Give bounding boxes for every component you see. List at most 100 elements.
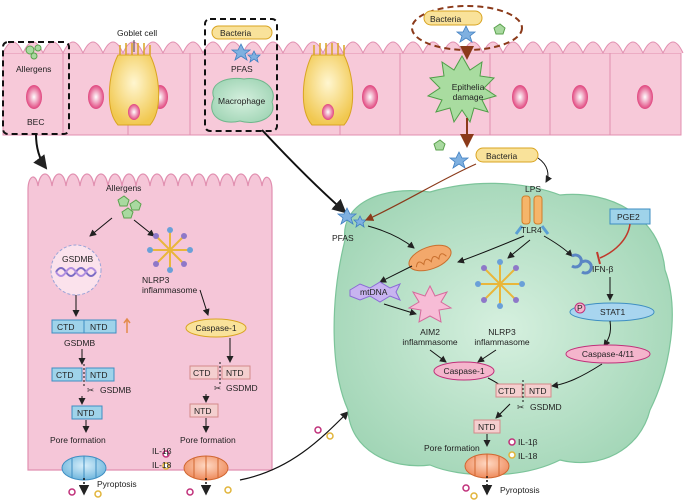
nlrp3-inflammasome-icon	[147, 227, 193, 273]
goblet-cell-2	[302, 43, 354, 126]
tlr4-receptor-icon	[514, 195, 550, 235]
allergen-pentagon-mid	[433, 139, 446, 151]
epithelia-damage-label-2: damage	[453, 92, 484, 102]
bacteria-label-top: Bacteria	[220, 28, 251, 38]
nlrp3-inflammasome-icon-mac	[475, 259, 525, 309]
bec-zoom-arrow	[33, 133, 48, 170]
pyroptosis-label-mac: Pyroptosis	[500, 485, 540, 495]
ctd-label-d: CTD	[193, 368, 210, 378]
pge2-label: PGE2	[617, 212, 640, 222]
pore-icon-right	[183, 455, 229, 481]
tlr4-label: TLR4	[521, 225, 542, 235]
bec-cell	[27, 173, 273, 471]
inhibition-line	[599, 223, 631, 259]
epithelia-damage-burst	[426, 54, 498, 124]
gsdmb-circle-label: GSDMB	[62, 254, 94, 264]
ntd-label-mac: NTD	[529, 386, 546, 396]
pfas-icon	[230, 43, 261, 63]
nlrp3-label-mac-1: NLRP3	[488, 327, 516, 337]
caspase411-pill	[565, 344, 651, 364]
aim2-burst	[407, 284, 453, 323]
lps-label: LPS	[525, 184, 541, 194]
ntd-bar-mac2	[473, 419, 501, 434]
gsdmb-label-1: GSDMB	[64, 338, 96, 348]
caspase1-label-bec: Caspase-1	[195, 323, 236, 333]
ntd-bar-3	[71, 405, 103, 420]
caspase1-pill-bec	[185, 318, 247, 338]
pore-icon-mac	[464, 453, 510, 479]
mtdna-label: mtDNA	[360, 287, 388, 297]
stat1-pill	[569, 302, 655, 322]
pore-formation-label-right: Pore formation	[180, 435, 236, 445]
ntd-label-2: NTD	[90, 370, 107, 380]
macrophage-highlight-box	[204, 18, 278, 132]
pore-icon-left	[61, 455, 107, 481]
ctd-label: CTD	[57, 322, 74, 332]
gsdmd-label-mac: GSDMD	[530, 402, 562, 412]
bacteria-pill-right	[423, 10, 483, 26]
ctd-bar-2	[51, 367, 83, 382]
epithelial-layer: Goblet cell Allergens BEC Bacteria PFAS …	[2, 5, 684, 148]
ifn-beta-icon	[571, 253, 593, 275]
allergen-cluster	[117, 195, 142, 219]
ctd-label-2: CTD	[56, 370, 73, 380]
allergens-label-bec: Allergens	[106, 183, 141, 193]
nlrp3-label-mac-2: inflammasome	[474, 337, 530, 347]
caspase1-pill-mac	[433, 361, 495, 381]
stat1-label: STAT1	[600, 307, 625, 317]
macrophage-shape	[211, 77, 274, 123]
ntd-bar-d2	[189, 403, 219, 418]
ntd-bar	[83, 319, 117, 334]
epithelia-damage-label-1: Epithelia	[452, 82, 485, 92]
gsdmd-label-bec: GSDMD	[226, 383, 258, 393]
ntd-label-3: NTD	[77, 408, 94, 418]
allergens-label-top: Allergens	[16, 64, 51, 74]
ctd-bar-mac	[495, 383, 523, 398]
pore-formation-label-mac: Pore formation	[424, 443, 480, 453]
ntd-bar-mac	[524, 383, 552, 398]
mtdna-burst	[349, 281, 402, 303]
ctd-label-mac: CTD	[498, 386, 515, 396]
aim2-label-2: inflammasome	[402, 337, 458, 347]
gsdmb-label-2: GSDMB	[100, 385, 132, 395]
goblet-cell-label: Goblet cell	[117, 28, 157, 38]
ntd-bar-2	[85, 367, 115, 382]
il18-label-mac: IL-18	[518, 451, 538, 461]
pore-formation-label-left: Pore formation	[50, 435, 106, 445]
ntd-bar-d	[221, 365, 251, 380]
pfas-icon-mac	[336, 207, 367, 228]
nlrp3-label-bec-1: NLRP3	[142, 275, 170, 285]
pfas-label-mac: PFAS	[332, 233, 354, 243]
il1b-label-bec: IL-1β	[152, 446, 172, 456]
bacteria-pill-mid	[475, 147, 539, 163]
pfas-label-top: PFAS	[231, 64, 253, 74]
mitochondria-icon	[408, 244, 452, 272]
goblet-cell	[108, 43, 160, 126]
scissors-icon-mac: ✂	[517, 402, 525, 412]
caspase411-label: Caspase-4/11	[582, 349, 635, 359]
gsdmb-dna-circle	[50, 244, 102, 296]
scissors-icon: ✂	[87, 385, 95, 395]
ctd-bar-d	[189, 365, 219, 380]
bec-label: BEC	[27, 117, 44, 127]
nlrp3-label-bec-2: inflammasome	[142, 285, 198, 295]
macrophage-label: Macrophage	[218, 96, 266, 106]
ntd-label: NTD	[90, 322, 107, 332]
il18-label-bec: IL-18	[152, 460, 172, 470]
allergen-icon	[25, 44, 42, 60]
il1b-label-mac: IL-1β	[518, 437, 538, 447]
pyroptosis-label-bec: Pyroptosis	[97, 479, 137, 489]
ntd-label-mac2: NTD	[478, 422, 495, 432]
phospho-label: P	[577, 303, 583, 313]
caspase1-label-mac: Caspase-1	[443, 366, 484, 376]
bacteria-label-mid: Bacteria	[486, 151, 517, 161]
ifn-beta-label: IFN-β	[592, 264, 614, 274]
ntd-label-d: NTD	[226, 368, 243, 378]
bacteria-pill-top	[211, 25, 273, 40]
pfas-icon-mid	[448, 151, 470, 169]
ntd-label-d2: NTD	[194, 406, 211, 416]
scissors-icon-d: ✂	[214, 383, 222, 393]
pfas-icon-right	[455, 25, 477, 43]
macrophage-zoom-arrow	[261, 129, 347, 214]
